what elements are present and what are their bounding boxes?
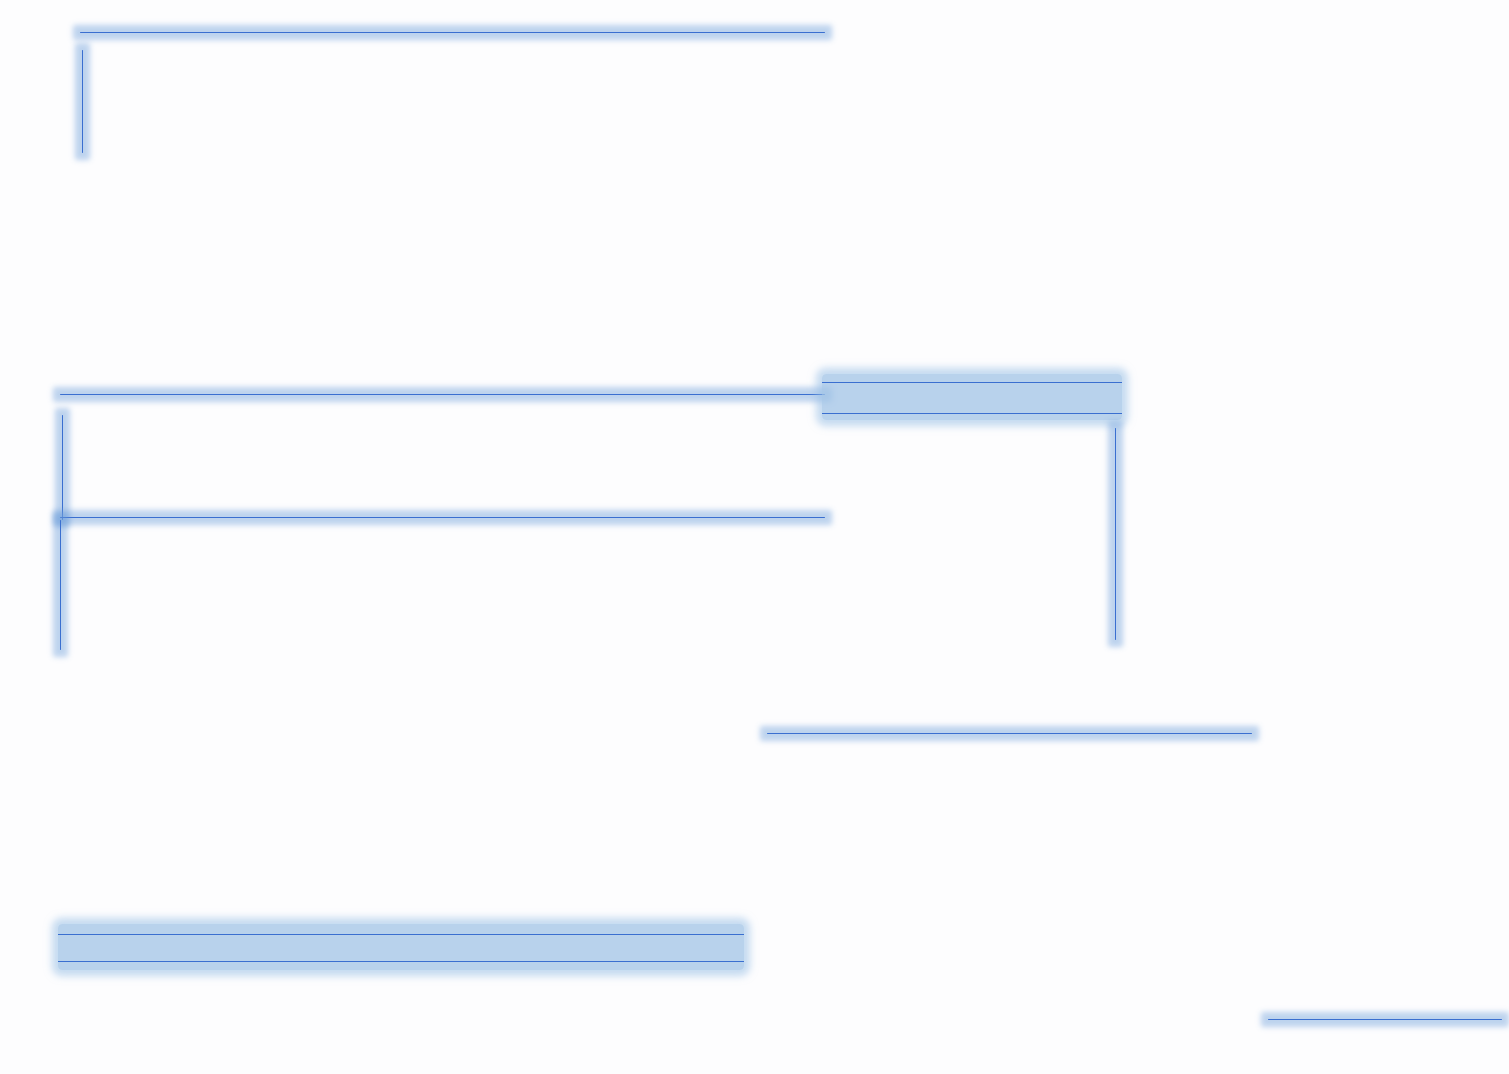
top-guide-horizontal bbox=[80, 32, 825, 33]
right-band-bottom-line bbox=[822, 413, 1122, 414]
right-guide-vertical bbox=[1115, 428, 1116, 640]
middle-guide-mid-horizontal bbox=[60, 517, 825, 518]
middle-guide-upper-vertical bbox=[62, 415, 63, 520]
middle-guide-lower-vertical bbox=[60, 520, 61, 650]
right-highlight-band bbox=[822, 374, 1122, 420]
middle-guide-top-horizontal bbox=[60, 394, 825, 395]
bottom-band-top-line bbox=[58, 934, 744, 935]
bottom-right-guide-horizontal bbox=[1268, 1019, 1502, 1020]
bottom-band-bottom-line bbox=[58, 961, 744, 962]
top-guide-vertical bbox=[82, 50, 83, 153]
center-right-guide-horizontal bbox=[767, 733, 1252, 734]
right-band-top-line bbox=[822, 382, 1122, 383]
bottom-highlight-band bbox=[58, 924, 744, 970]
